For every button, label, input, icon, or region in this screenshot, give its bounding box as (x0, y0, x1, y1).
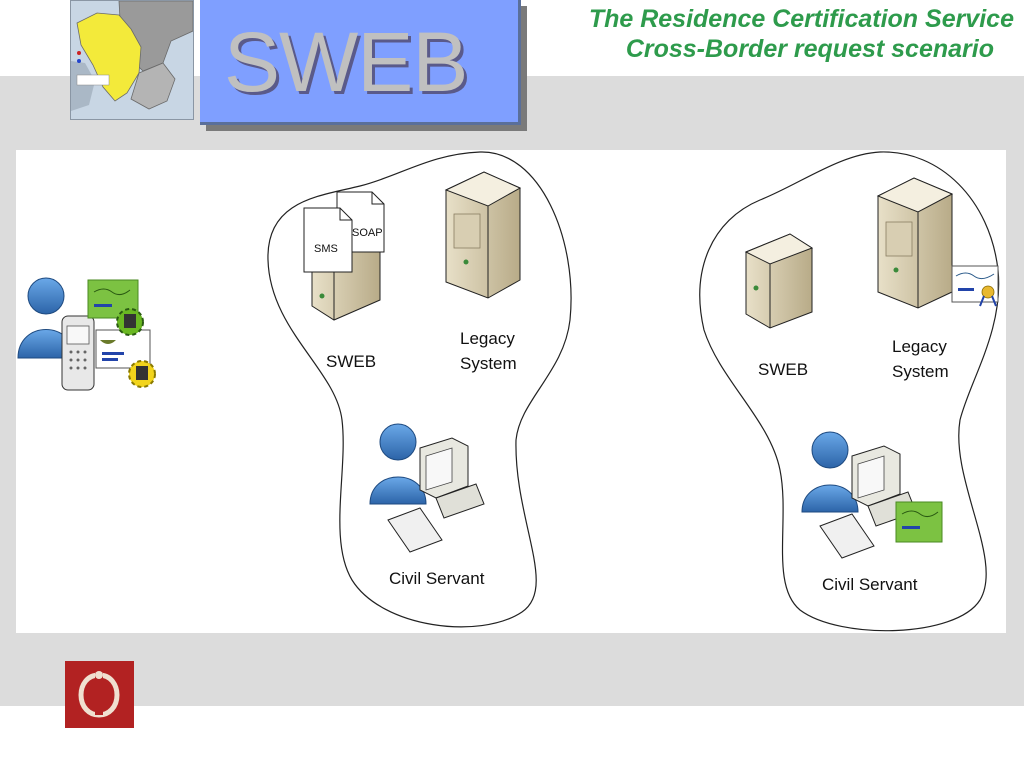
right-sweb-label: SWEB (758, 360, 808, 379)
left-civil-servant-user-icon (369, 423, 427, 505)
footer-area (0, 706, 1024, 768)
left-legacy-label-line-1: Legacy (460, 329, 515, 348)
gear-icon (128, 360, 156, 388)
right-legacy-label-line-2: System (892, 362, 949, 381)
sweb-banner: SWEB (200, 0, 521, 125)
title-line-1: The Residence Certification Service (588, 5, 1014, 33)
right-domain-boundary (699, 151, 1000, 632)
left-civil-servant-label: Civil Servant (389, 569, 485, 588)
left-domain-boundary (267, 151, 572, 628)
title-line-2: Cross-Border request scenario (625, 35, 994, 63)
certificate-icon (895, 501, 943, 543)
right-legacy-label-line-1: Legacy (892, 337, 947, 356)
map-icon (70, 0, 194, 120)
right-civil-servant-user-icon (801, 431, 859, 513)
gear-icon (116, 308, 144, 336)
citizen-user-icon (17, 277, 75, 359)
certificate-icon (951, 265, 999, 307)
document-icon: SMS (303, 207, 353, 273)
mobile-phone-icon (61, 315, 95, 391)
logo-icon (65, 661, 134, 728)
left-workstation-icon (387, 437, 485, 553)
left-legacy-label-line-2: System (460, 354, 517, 373)
right-legacy-server-icon (876, 177, 954, 309)
sms-document-label: SMS (314, 243, 338, 255)
right-sweb-server-icon (744, 233, 814, 329)
right-civil-servant-label: Civil Servant (822, 575, 918, 594)
soap-document-label: SOAP (352, 227, 383, 239)
banner-title: SWEB (224, 15, 468, 109)
left-sweb-label: SWEB (326, 352, 376, 371)
right-workstation-icon (819, 445, 917, 559)
page-title: The Residence Certification Service Cros… (494, 4, 1014, 64)
left-legacy-server-icon (444, 171, 522, 299)
